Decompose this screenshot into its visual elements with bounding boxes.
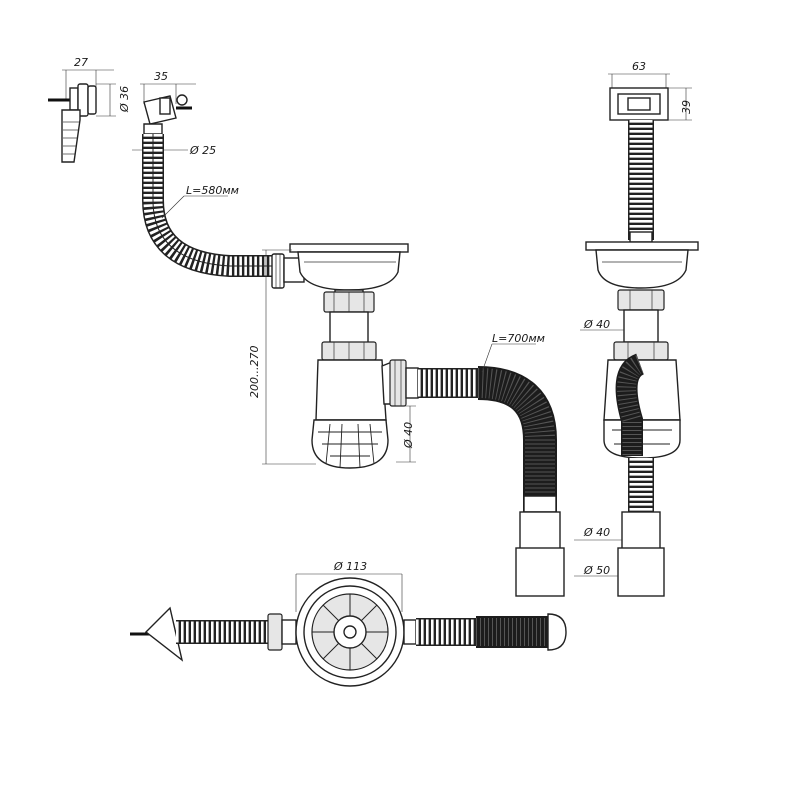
dim-overflow-hose-diameter: Ø 25	[189, 144, 216, 157]
overflow-front-view: 35 Ø 25	[132, 70, 216, 157]
dim-side-hose-diameter: Ø 40	[583, 526, 610, 539]
siphon-top-view: Ø 113	[130, 560, 567, 687]
dim-overflow-plate-width: 63	[632, 60, 646, 73]
dim-trap-outlet-diameter: Ø 40	[402, 422, 415, 449]
overflow-corrugated-hose: L=580мм	[142, 134, 272, 277]
screw-head-icon	[176, 94, 188, 106]
dim-strainer-diameter: Ø 113	[333, 560, 367, 573]
outlet-corrugated-hose: L=700мм	[418, 332, 565, 597]
trap-outlet-dimension: Ø 40	[396, 405, 416, 463]
dim-overflow-plate-height: 39	[680, 100, 693, 114]
overflow-plate-view: 63 39	[608, 60, 693, 121]
dim-overflow-side-width: 27	[74, 56, 88, 69]
hose-nut	[271, 253, 285, 289]
trap-body	[315, 359, 387, 421]
dim-overflow-hose-length: L=580мм	[186, 184, 239, 197]
dim-overflow-diameter: Ø 36	[118, 86, 131, 113]
siphon-side-view: Ø 40 Ø 40 Ø 50	[574, 120, 699, 597]
dim-height-range: 200...270	[248, 346, 261, 398]
sink-flange	[289, 243, 409, 253]
outlet-connector	[515, 547, 565, 597]
dim-side-pipe-diameter: Ø 40	[583, 318, 610, 331]
siphon-front-view	[271, 243, 419, 469]
height-dimension: 200...270	[248, 249, 316, 465]
outlet-pipe	[519, 511, 561, 551]
dim-outlet-hose-length: L=700мм	[492, 332, 545, 345]
strainer-bowl	[297, 251, 401, 291]
dim-overflow-front-width: 35	[154, 70, 168, 83]
dim-side-connector-diameter: Ø 50	[583, 564, 610, 577]
overflow-side-view: 27 Ø 36	[48, 56, 131, 163]
outlet-nut	[389, 359, 407, 407]
